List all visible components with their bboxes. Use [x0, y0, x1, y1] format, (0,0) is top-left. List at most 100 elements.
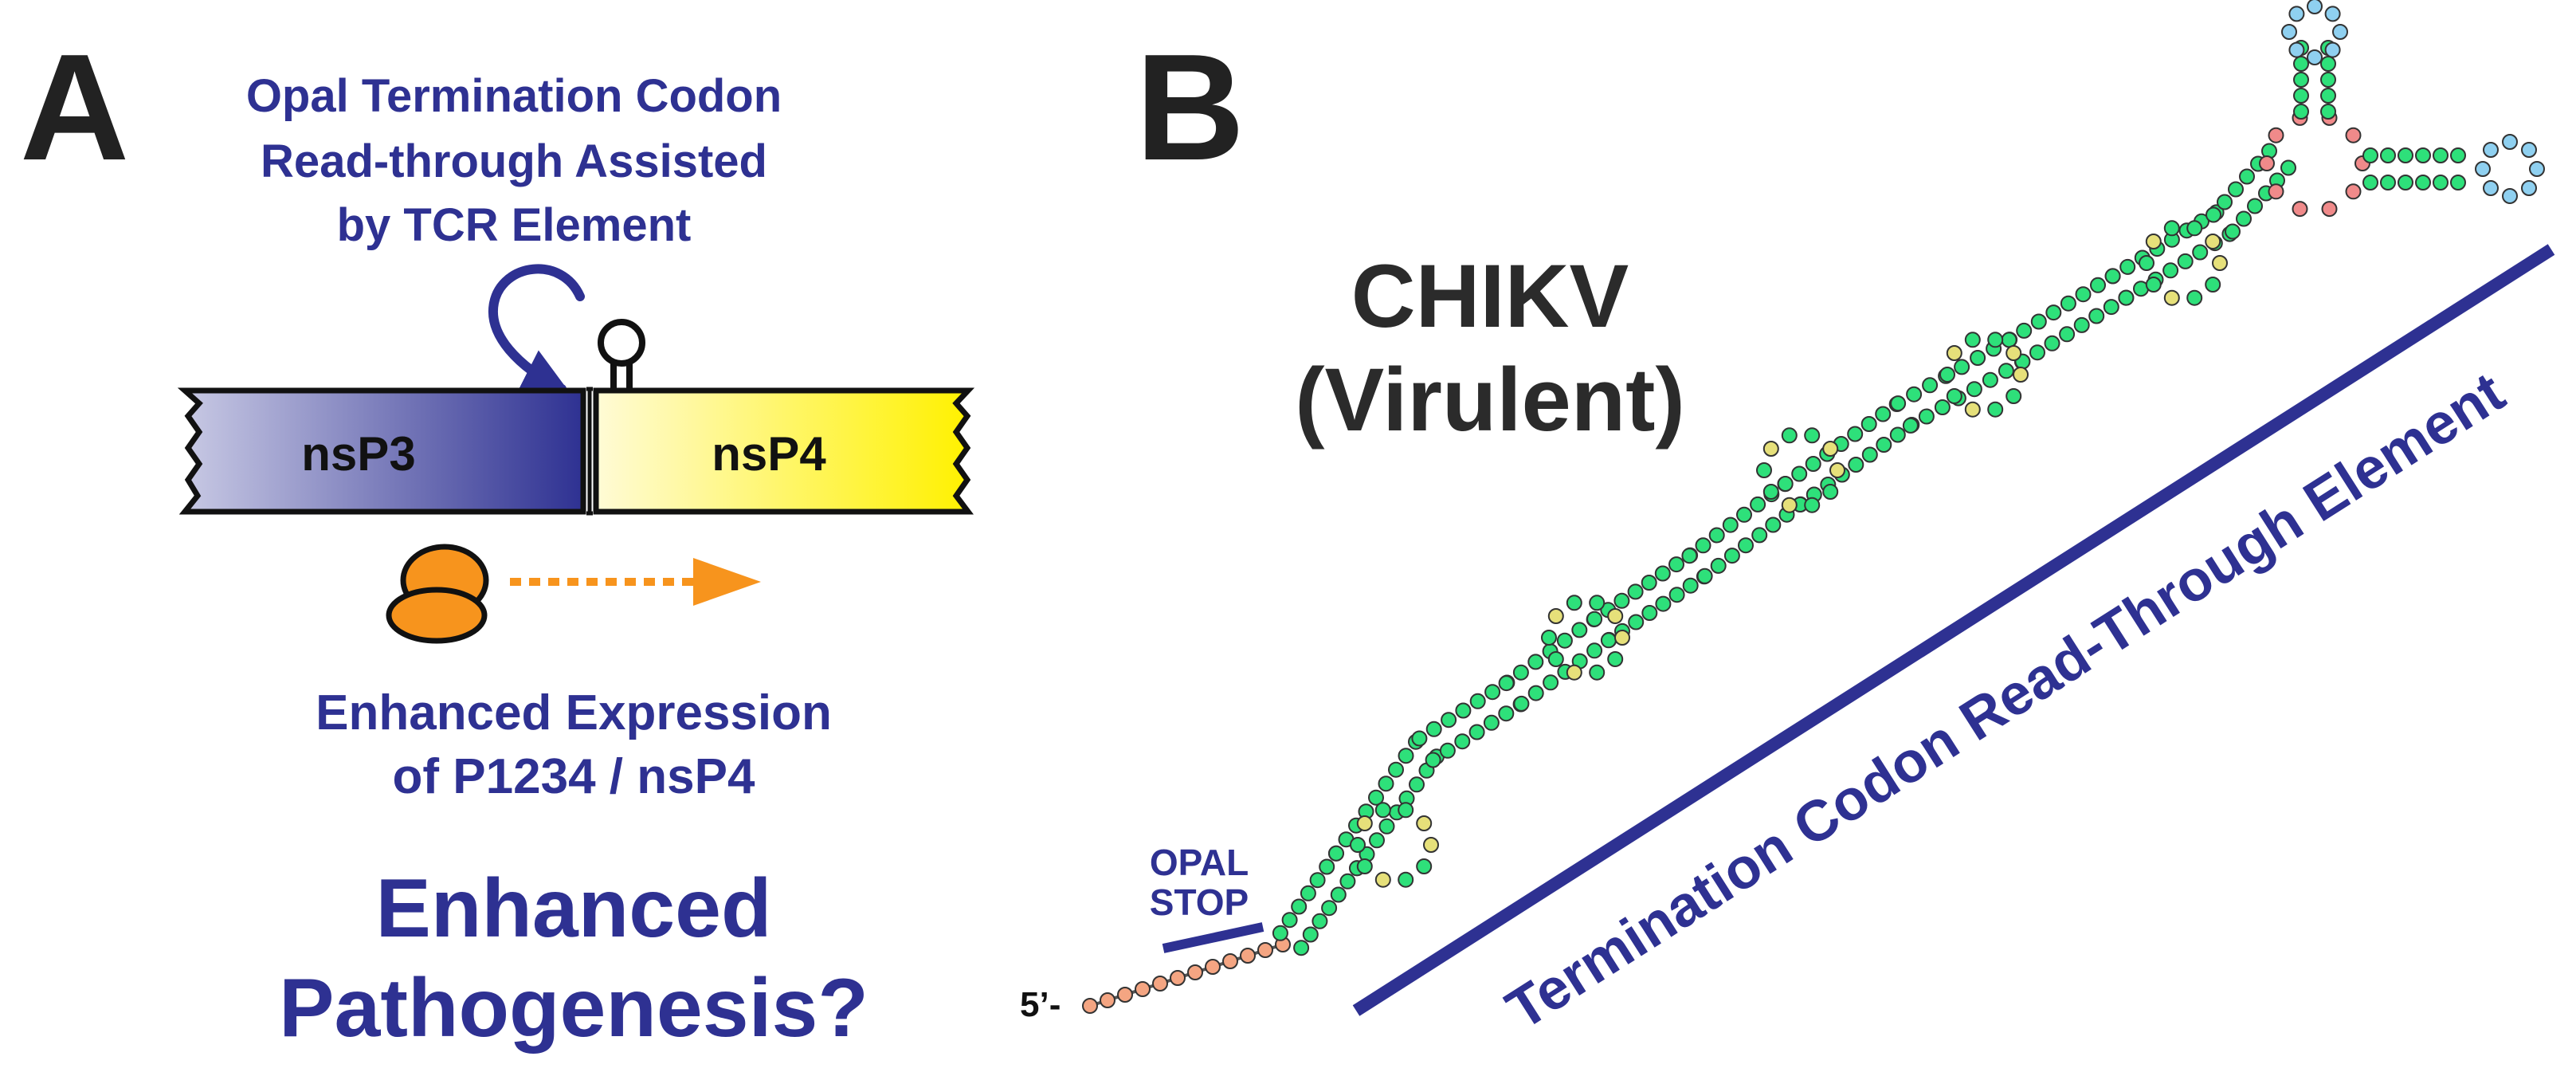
nucleotide: [1293, 940, 1310, 956]
nucleotide: [2320, 104, 2336, 120]
nucleotide: [1922, 377, 1939, 394]
nucleotide: [1964, 332, 1981, 348]
nucleotide: [2016, 322, 2033, 339]
nucleotide: [1889, 426, 1906, 443]
nucleotide: [1762, 441, 1779, 457]
nucleotide: [1668, 556, 1684, 573]
nucleotide: [1527, 685, 1544, 701]
nucleotide: [1641, 605, 1658, 621]
mechanism-label-line-3: by TCR Element: [337, 199, 692, 251]
nucleotide: [1805, 456, 1821, 472]
nucleotide: [2059, 326, 2076, 343]
nucleotide: [1117, 987, 1133, 1003]
nucleotide: [1416, 815, 1433, 831]
pathogenesis-question-line-1: Enhanced: [376, 862, 772, 955]
nucleotide: [2324, 6, 2341, 22]
nucleotide: [2288, 6, 2305, 22]
nucleotide: [2320, 72, 2336, 88]
nucleotide: [1710, 557, 1727, 574]
nucleotide: [1964, 401, 1981, 418]
nucleotide: [1527, 654, 1544, 670]
nucleotide: [1512, 664, 1529, 681]
nucleotide: [1966, 381, 1982, 398]
nsp4-gene-block: [593, 387, 975, 515]
element-label: Termination Codon Read-Through Element: [1496, 360, 2515, 1043]
nucleotide: [1655, 595, 1672, 612]
nucleotide: [1804, 497, 1821, 513]
nucleotide: [1902, 417, 1919, 434]
nucleotide: [1918, 408, 1935, 425]
nucleotide: [1398, 871, 1414, 888]
nucleotide: [2163, 289, 2180, 306]
nucleotide: [1469, 693, 1486, 709]
nucleotide: [1543, 674, 1559, 691]
nucleotide: [1187, 964, 1203, 980]
expression-label-line-1: Enhanced Expression: [316, 685, 832, 740]
nucleotide: [2013, 367, 2029, 383]
nucleotide: [1681, 548, 1698, 564]
nucleotide: [2415, 147, 2431, 163]
nucleotide: [2288, 41, 2305, 58]
nucleotide: [1455, 702, 1472, 719]
tcr-rna-structure: [1082, 0, 2545, 1014]
nucleotide: [1356, 858, 1373, 874]
nucleotide: [1398, 802, 1414, 819]
nucleotide: [1607, 608, 1624, 624]
nucleotide: [2192, 244, 2209, 261]
nucleotide: [1906, 386, 1923, 403]
nucleotide: [1291, 898, 1308, 915]
nucleotide: [1302, 926, 1319, 943]
nucleotide: [2205, 206, 2221, 223]
nucleotide: [1411, 730, 1428, 747]
nsp3-gene-block: [177, 387, 586, 515]
nucleotide: [1946, 388, 1962, 404]
nucleotide: [1513, 695, 1530, 712]
nucleotide: [2104, 268, 2121, 285]
nucleotide: [1378, 818, 1395, 834]
nucleotide: [1425, 721, 1442, 737]
nucleotide: [1781, 497, 1798, 513]
nucleotide: [2293, 72, 2309, 88]
nucleotide: [1861, 446, 1878, 463]
nucleotide: [2177, 253, 2194, 269]
nucleotide: [1312, 913, 1328, 929]
nucleotide: [1628, 614, 1645, 630]
nucleotide: [2292, 201, 2308, 218]
nucleotide: [2450, 147, 2466, 163]
opal-stop-label-line-2: STOP: [1150, 882, 1249, 923]
expression-label-line-2: of P1234 / nsP4: [393, 749, 755, 804]
nucleotide: [1441, 712, 1457, 728]
nucleotide: [1822, 441, 1839, 457]
nucleotide: [1350, 837, 1366, 853]
nucleotide: [1222, 953, 1238, 969]
nucleotide: [1300, 885, 1316, 901]
nucleotide: [1547, 651, 1564, 667]
nucleotide: [1321, 900, 1338, 917]
nucleotide: [1934, 399, 1951, 415]
nucleotide: [1890, 395, 1907, 412]
nucleotide: [1374, 871, 1391, 888]
nucleotide: [2030, 313, 2047, 330]
nucleotide: [1847, 426, 1864, 442]
nucleotide: [1600, 632, 1617, 649]
nucleotide: [1498, 705, 1515, 722]
nucleotide: [1614, 630, 1630, 646]
nucleotide: [2145, 277, 2162, 293]
nucleotide: [2162, 262, 2179, 279]
nucleotide: [1152, 976, 1168, 992]
nucleotide: [1281, 912, 1298, 929]
nucleotide: [2521, 142, 2537, 158]
panel-b-letter: B: [1135, 23, 1245, 192]
nucleotide: [1613, 592, 1630, 609]
nucleotide: [1708, 527, 1725, 544]
nucleotide: [1723, 548, 1740, 564]
readthrough-arrow: [488, 264, 585, 394]
nucleotide: [1695, 537, 1711, 554]
opal-stop-label-line-1: OPAL: [1150, 842, 1249, 883]
nucleotide: [2280, 159, 2296, 176]
nucleotide: [1738, 537, 1754, 554]
nucleotide: [2217, 194, 2233, 210]
nucleotide: [2398, 147, 2413, 163]
nucleotide: [1423, 837, 1439, 853]
